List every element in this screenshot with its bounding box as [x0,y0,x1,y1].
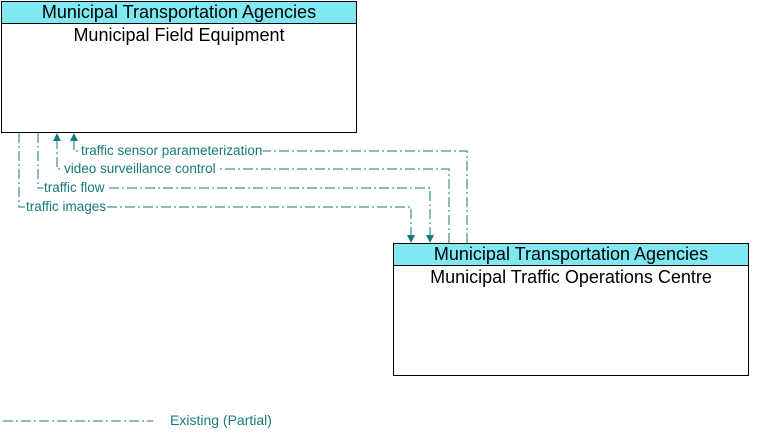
flow-label-video-surveillance-control: video surveillance control [63,161,217,176]
flow-line-video-surveillance-control [56,136,450,243]
flow-line-traffic-flow [37,133,431,238]
arrowhead-traffic-sensor-parameterization [70,133,78,141]
flow-label-traffic-sensor-parameterization: traffic sensor parameterization [80,143,264,158]
box-header: Municipal Transportation Agencies [2,2,356,24]
box-header: Municipal Transportation Agencies [394,244,748,266]
arrowhead-traffic-images [407,235,415,243]
arrowhead-traffic-flow [426,235,434,243]
municipal-field-equipment-box: Municipal Transportation Agencies Munici… [1,1,357,133]
legend-label: Existing (Partial) [170,412,272,428]
flow-label-traffic-flow: traffic flow [43,180,106,195]
flow-line-traffic-images [18,133,412,238]
flow-line-traffic-sensor-parameterization [73,136,468,243]
arrowhead-video-surveillance-control [53,133,61,141]
municipal-traffic-operations-centre-box: Municipal Transportation Agencies Munici… [393,243,749,376]
flow-label-traffic-images: traffic images [25,199,108,214]
box-title: Municipal Field Equipment [73,25,285,45]
box-title: Municipal Traffic Operations Centre [430,267,712,287]
